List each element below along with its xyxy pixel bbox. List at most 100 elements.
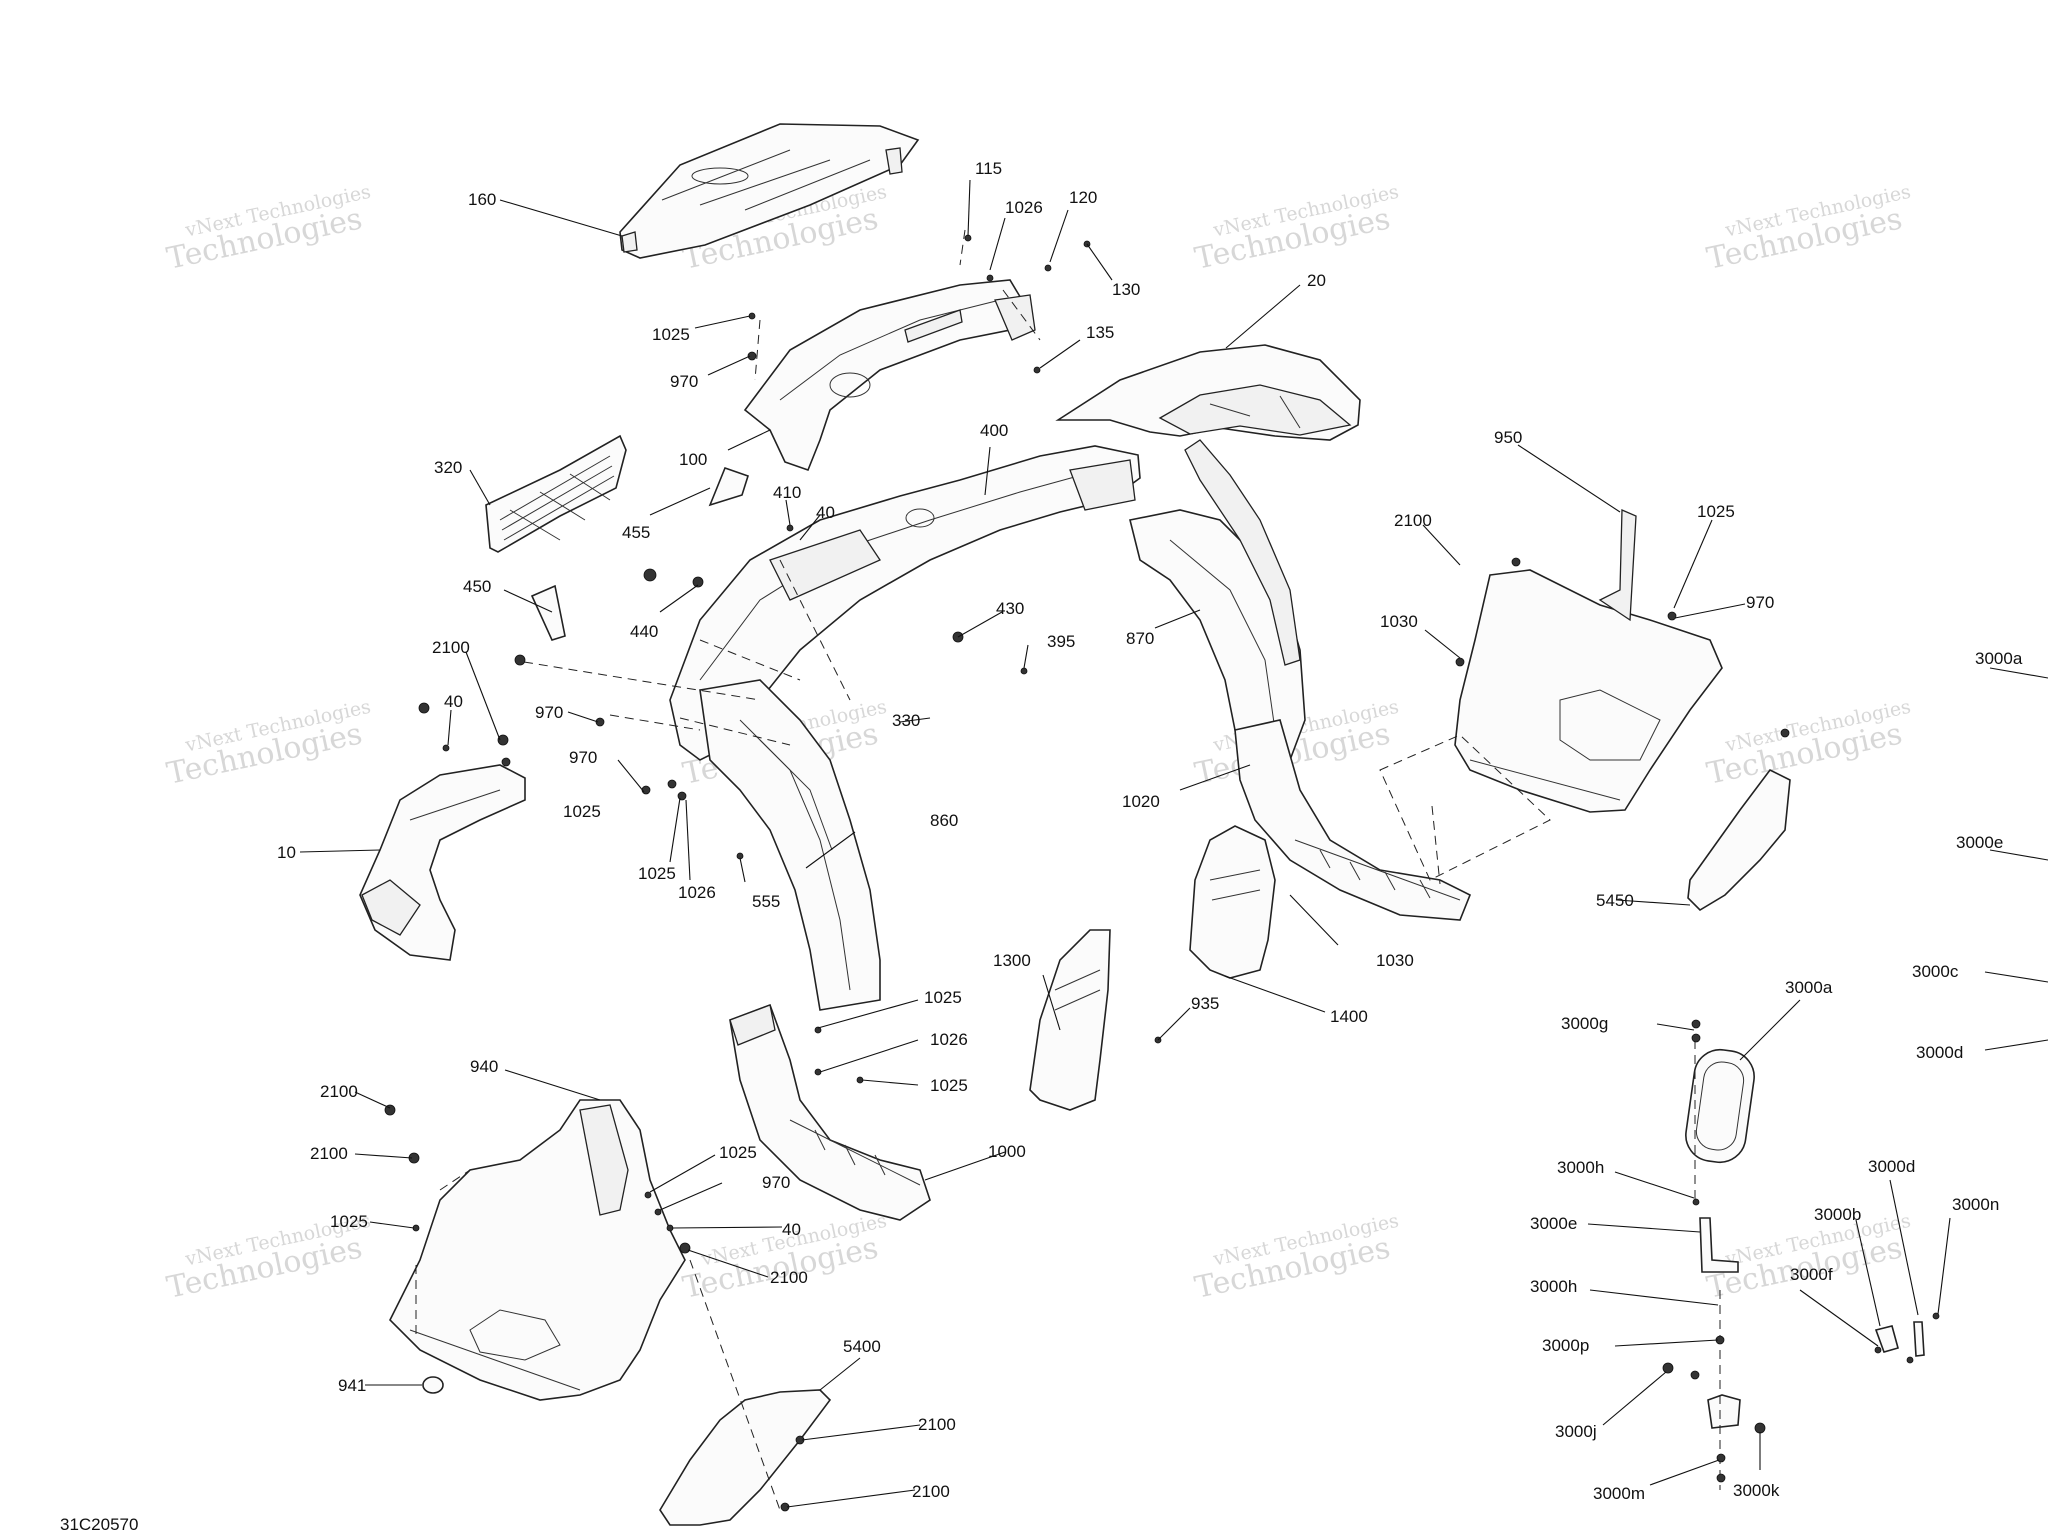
- callout-3000h: 3000h: [1530, 1277, 1577, 1296]
- callout-160: 160: [468, 190, 496, 209]
- part-3000f-hardware: [1874, 1325, 1899, 1353]
- callout-330: 330: [892, 711, 920, 730]
- callout-3000a: 3000a: [1785, 978, 1833, 997]
- callout-3000a: 3000a: [1975, 649, 2023, 668]
- part-3000e-arm: [1699, 1217, 1739, 1273]
- callout-3000b: 3000b: [1814, 1205, 1861, 1224]
- callout-1000: 1000: [988, 1142, 1026, 1161]
- callout-3000m: 3000m: [1593, 1484, 1645, 1503]
- callout-400: 400: [980, 421, 1008, 440]
- callout-3000p: 3000p: [1542, 1336, 1589, 1355]
- fasteners: [384, 234, 1940, 1512]
- part-941-plug: [422, 1376, 444, 1394]
- callout-labels: 160 115 1026 120 130 1025 135 970 20 100…: [60, 159, 2023, 1534]
- callout-3000c: 3000c: [1912, 962, 1959, 981]
- callout-130: 130: [1112, 280, 1140, 299]
- callout-440: 440: [630, 622, 658, 641]
- callout-935: 935: [1191, 994, 1219, 1013]
- drawing-reference: 31C20570: [60, 1515, 138, 1534]
- callout-2100: 2100: [320, 1082, 358, 1101]
- callout-1025: 1025: [330, 1212, 368, 1231]
- callout-1025: 1025: [563, 802, 601, 821]
- callout-455: 455: [622, 523, 650, 542]
- callout-1025: 1025: [638, 864, 676, 883]
- callout-40: 40: [782, 1220, 801, 1239]
- callout-1025: 1025: [719, 1143, 757, 1162]
- assembly-lines: [415, 229, 1721, 1511]
- callout-3000g: 3000g: [1561, 1014, 1608, 1033]
- callout-940: 940: [470, 1057, 498, 1076]
- callout-3000j: 3000j: [1555, 1422, 1597, 1441]
- callout-1026: 1026: [678, 883, 716, 902]
- callout-20: 20: [1307, 271, 1326, 290]
- callout-1025: 1025: [652, 325, 690, 344]
- callout-2100: 2100: [310, 1144, 348, 1163]
- callout-941: 941: [338, 1376, 366, 1395]
- part-100-upper-bracket: [743, 279, 1036, 472]
- callout-320: 320: [434, 458, 462, 477]
- part-1400-vertical-panel: [1189, 825, 1276, 979]
- callout-2100: 2100: [432, 638, 470, 657]
- callout-870: 870: [1126, 629, 1154, 648]
- callout-135: 135: [1086, 323, 1114, 342]
- callout-40: 40: [444, 692, 463, 711]
- callout-2100: 2100: [1394, 511, 1432, 530]
- callout-3000d: 3000d: [1916, 1043, 1963, 1062]
- part-940-floor-panel: [389, 1099, 686, 1401]
- callout-860: 860: [930, 811, 958, 830]
- callout-115: 115: [975, 159, 1002, 178]
- callout-1400: 1400: [1330, 1007, 1368, 1026]
- part-160-top-cover: [619, 123, 920, 259]
- callout-5400: 5400: [843, 1337, 881, 1356]
- callout-3000f: 3000f: [1790, 1265, 1833, 1284]
- part-20-right-cover: [1055, 344, 1361, 441]
- callout-1030: 1030: [1376, 951, 1414, 970]
- callout-970: 970: [762, 1173, 790, 1192]
- callout-3000k: 3000k: [1733, 1481, 1780, 1500]
- part-1000-lower-left-leg: [729, 1003, 931, 1221]
- callout-1026: 1026: [930, 1030, 968, 1049]
- callout-555: 555: [752, 892, 780, 911]
- part-450-panel: [530, 584, 566, 641]
- callout-410: 410: [773, 483, 801, 502]
- callout-1030: 1030: [1380, 612, 1418, 631]
- part-320-grille: [485, 434, 627, 553]
- part-950-floor-panel: [1454, 509, 1723, 813]
- callout-970: 970: [1746, 593, 1774, 612]
- part-1300-vertical-panel: [1029, 929, 1111, 1111]
- callout-3000h: 3000h: [1557, 1158, 1604, 1177]
- callout-1026: 1026: [1005, 198, 1043, 217]
- part-455-panel: [708, 466, 749, 507]
- callout-40: 40: [816, 503, 835, 522]
- callout-120: 120: [1069, 188, 1097, 207]
- callout-3000d: 3000d: [1868, 1157, 1915, 1176]
- callout-2100: 2100: [918, 1415, 956, 1434]
- callout-2100: 2100: [912, 1482, 950, 1501]
- callout-450: 450: [463, 577, 491, 596]
- callout-950: 950: [1494, 428, 1522, 447]
- part-3000a-mirror: [1685, 1048, 1755, 1164]
- part-3000-bracket: [1707, 1394, 1741, 1429]
- part-10-left-cover: [359, 764, 526, 961]
- callout-970: 970: [670, 372, 698, 391]
- part-5450-plate: [1687, 768, 1791, 912]
- leader-lines: [299, 179, 2048, 1508]
- callout-3000e: 3000e: [1530, 1214, 1577, 1233]
- callout-100: 100: [679, 450, 707, 469]
- part-5400-plate: [659, 1389, 832, 1526]
- callout-1025: 1025: [924, 988, 962, 1007]
- part-860-left-leg: [699, 679, 881, 1011]
- callout-395: 395: [1047, 632, 1075, 651]
- callout-970: 970: [535, 703, 563, 722]
- callout-1300: 1300: [993, 951, 1031, 970]
- callout-1025: 1025: [930, 1076, 968, 1095]
- callout-2100: 2100: [770, 1268, 808, 1287]
- callout-1025: 1025: [1697, 502, 1735, 521]
- callout-3000e: 3000e: [1956, 833, 2003, 852]
- callout-10: 10: [277, 843, 296, 862]
- callout-970: 970: [569, 748, 597, 767]
- callout-3000n: 3000n: [1952, 1195, 1999, 1214]
- callout-1020: 1020: [1122, 792, 1160, 811]
